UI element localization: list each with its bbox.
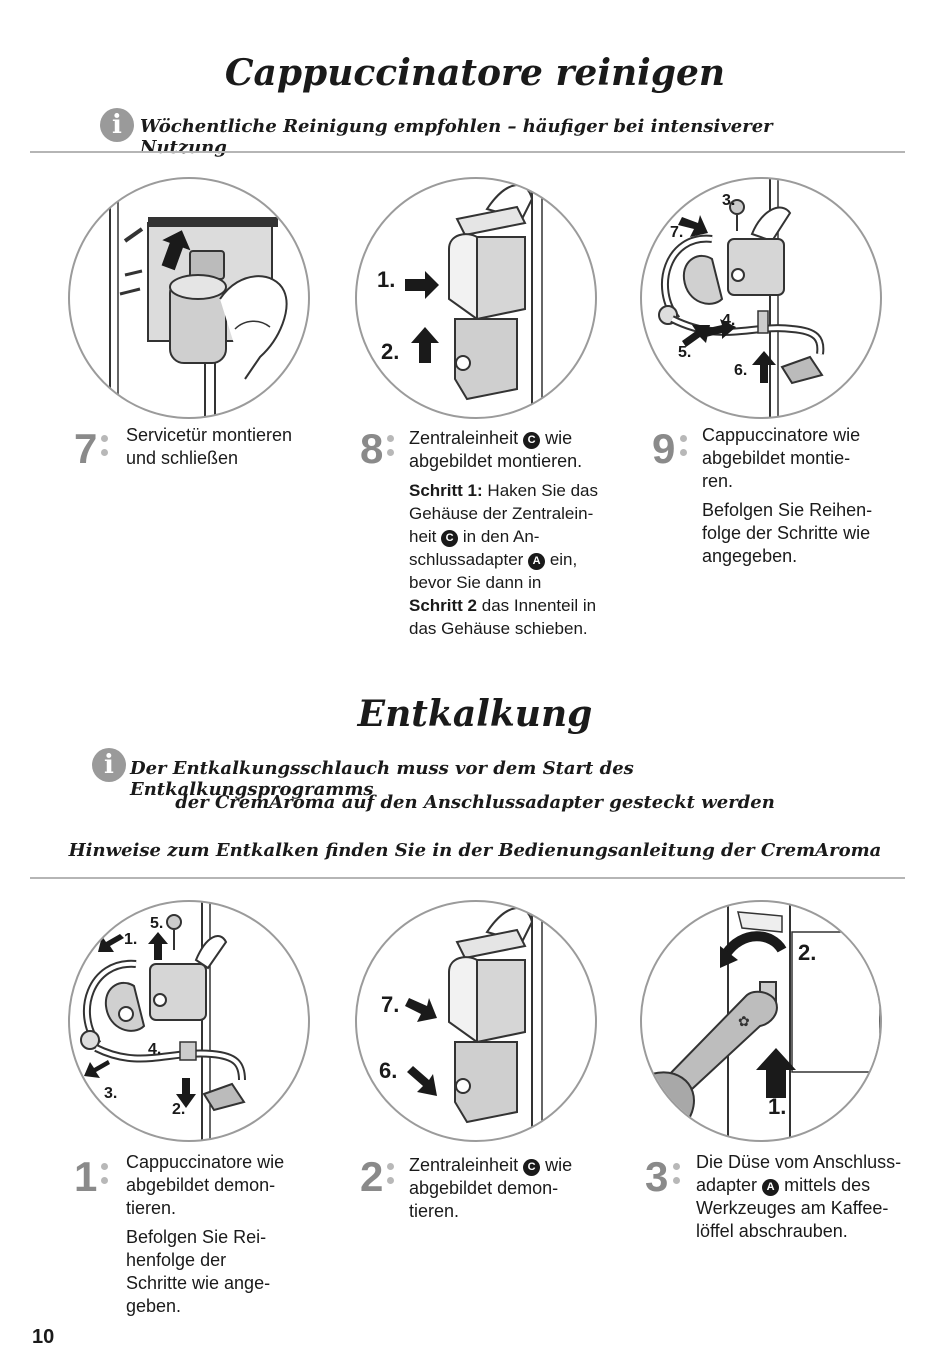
- figure-label: 4.: [722, 312, 735, 329]
- step-number: 1: [74, 1153, 98, 1200]
- section-title-descaling: Entkalkung: [357, 693, 593, 735]
- step-dots: [387, 1163, 395, 1191]
- step-8-text: Zentraleinheit C wie abgebildet montiere…: [409, 428, 598, 638]
- step-2-text: Zentraleinheit C wie abgebildet demon- t…: [409, 1155, 573, 1221]
- step-number: 8: [360, 425, 384, 472]
- step-7-text: Servicetür montieren und schließen: [126, 425, 293, 468]
- figure-label: 2.: [381, 339, 399, 364]
- info-icon: i: [92, 748, 126, 782]
- info-text-line-2: der CremAroma auf den Anschlussadapter g…: [175, 792, 775, 813]
- illustration-step-9: 3. 7. 4. 5. 6.: [640, 177, 882, 419]
- figure-label: 4.: [148, 1041, 161, 1058]
- step-dots: [101, 435, 109, 463]
- figure-label: 3.: [104, 1085, 117, 1102]
- figure-label: 6.: [379, 1058, 397, 1083]
- illustration-step-8: 1. 2.: [355, 177, 597, 419]
- step-dots: [387, 435, 395, 463]
- figure-label: 5.: [678, 344, 691, 361]
- figure-label: 1.: [768, 1094, 786, 1119]
- step-dots: [680, 435, 688, 463]
- illustration-step-2: 7. 6.: [355, 900, 597, 1142]
- hint-text: Hinweise zum Entkalken finden Sie in der…: [68, 840, 882, 861]
- figure-label: 7.: [381, 992, 399, 1017]
- info-icon: i: [100, 108, 134, 142]
- divider: [30, 151, 905, 153]
- divider: [30, 877, 905, 879]
- step-number: 7: [74, 425, 98, 472]
- illustration-step-3: ✿ 2. 1.: [640, 900, 882, 1142]
- figure-label: 6.: [734, 362, 747, 379]
- part-a-badge: A: [528, 553, 546, 570]
- figure-label: 7.: [670, 224, 683, 241]
- figure-label: 5.: [150, 915, 163, 932]
- figure-label: 1.: [124, 931, 137, 948]
- svg-text:✿: ✿: [738, 1014, 750, 1030]
- step-3-text: Die Düse vom Anschluss- adapter A mittel…: [696, 1152, 902, 1241]
- section-title-cleaning: Cappuccinatore reinigen: [224, 52, 726, 94]
- step-9-text: Cappuccinatore wie abgebildet montie- re…: [702, 425, 873, 566]
- part-c-badge: C: [523, 432, 541, 449]
- illustration-step-1: 5. 1. 4. 3. 2.: [68, 900, 310, 1142]
- figure-label: 3.: [722, 192, 735, 209]
- step-number: 9: [652, 425, 676, 472]
- figure-label: 1.: [377, 267, 395, 292]
- part-c-badge: C: [441, 530, 459, 547]
- step-dots: [101, 1163, 109, 1191]
- step-number: 3: [645, 1153, 669, 1200]
- part-c-badge: C: [523, 1159, 541, 1176]
- step-dots: [673, 1163, 681, 1191]
- info-text-line-1: Der Entkalkungsschlauch muss vor dem Sta…: [130, 758, 634, 800]
- part-a-badge: A: [762, 1179, 780, 1196]
- page-number: 10: [32, 1326, 55, 1348]
- figure-label: 2.: [798, 940, 816, 965]
- figure-label: 2.: [172, 1101, 185, 1118]
- step-1-text: Cappuccinatore wie abgebildet demon- tie…: [126, 1152, 285, 1316]
- step-number: 2: [360, 1153, 384, 1200]
- illustration-step-7: [68, 177, 310, 419]
